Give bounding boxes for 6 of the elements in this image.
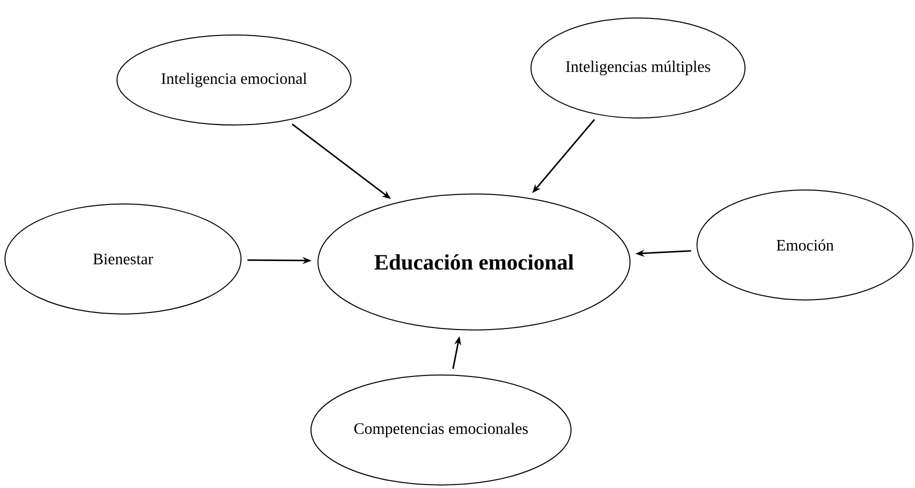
ellipse-node: Inteligencias múltiples [530,18,746,118]
ellipse-node: Competencias emocionales [310,374,572,486]
ellipse-node: Bienestar [4,204,242,314]
ellipse-node: Inteligencia emocional [116,34,352,126]
ellipse-node: Emoción [696,190,914,300]
ellipse-node: Educación emocional [318,194,630,330]
